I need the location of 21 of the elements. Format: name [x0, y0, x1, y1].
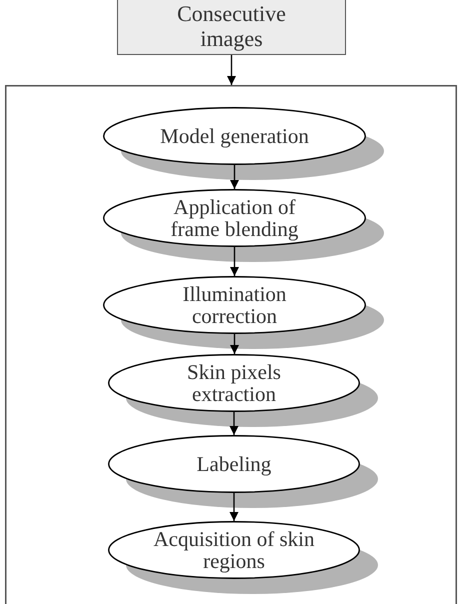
arrow — [227, 55, 236, 85]
process-ellipse — [108, 354, 360, 412]
step-label: Illumination correction — [182, 283, 288, 327]
process-ellipse — [103, 107, 366, 165]
arrow — [230, 247, 239, 276]
process-box — [117, 0, 346, 55]
step-label: Labeling — [196, 453, 272, 475]
arrow — [230, 412, 238, 435]
process-ellipse — [108, 435, 360, 493]
step-label: Application of frame blending — [170, 196, 300, 240]
arrow — [230, 493, 238, 521]
box-label: Consecutive images — [176, 1, 287, 51]
group-frame — [5, 85, 457, 604]
arrow — [230, 165, 239, 189]
step-label: Model generation — [160, 125, 309, 147]
process-ellipse — [103, 276, 366, 334]
step-label: Skin pixels extraction — [186, 361, 282, 405]
arrow — [230, 334, 239, 354]
process-ellipse — [108, 521, 360, 579]
process-ellipse — [103, 189, 366, 247]
step-label: Acquisition of skin regions — [152, 528, 316, 572]
